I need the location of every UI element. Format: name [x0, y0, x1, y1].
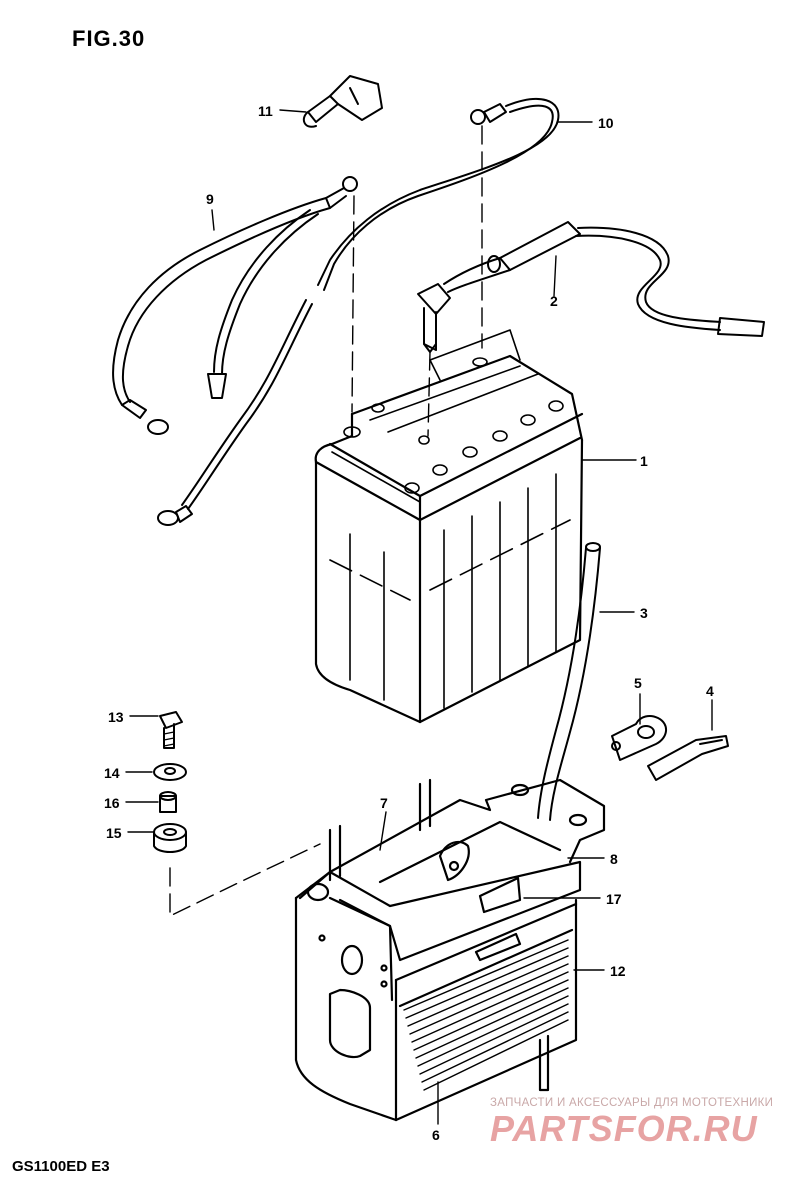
callout-12: 12 — [610, 963, 626, 979]
breather-tube — [537, 542, 601, 821]
callout-11: 11 — [258, 103, 273, 119]
bolt — [159, 711, 183, 749]
callout-8: 8 — [610, 851, 618, 867]
callout-9: 9 — [206, 191, 214, 207]
model-code: GS1100ED E3 — [12, 1158, 110, 1175]
callout-10: 10 — [598, 115, 614, 131]
grommet — [153, 823, 187, 853]
terminal-cover — [302, 75, 383, 128]
callout-6: 6 — [432, 1127, 440, 1143]
callout-5: 5 — [634, 675, 642, 691]
callout-4: 4 — [706, 683, 714, 699]
washer — [153, 763, 187, 781]
battery — [314, 329, 584, 724]
callout-2: 2 — [550, 293, 558, 309]
callout-7: 7 — [380, 795, 388, 811]
guide-lines — [169, 125, 483, 917]
callout-3: 3 — [640, 605, 648, 621]
figure-title: FIG.30 — [72, 26, 146, 51]
battery-plate — [647, 735, 729, 781]
battery-cable-short — [112, 176, 358, 435]
sensor-lead — [417, 221, 765, 353]
callout-labels: 11 10 9 2 1 3 5 4 13 14 16 15 7 8 17 12 … — [104, 103, 714, 1143]
callout-1: 1 — [640, 453, 648, 469]
battery-box — [294, 778, 606, 1122]
spacer — [159, 791, 177, 813]
callout-14: 14 — [104, 765, 120, 781]
callout-15: 15 — [106, 825, 122, 841]
tube-clamp — [611, 715, 667, 761]
battery-cable-long — [157, 97, 560, 526]
callout-16: 16 — [104, 795, 120, 811]
leader-lines — [125, 109, 713, 1125]
watermark-tagline: ЗАПЧАСТИ И АКСЕССУАРЫ ДЛЯ МОТОТЕХНИКИ — [490, 1097, 774, 1109]
callout-13: 13 — [108, 709, 124, 725]
watermark-logo: PARTSFOR.RU — [490, 1108, 758, 1149]
callout-17: 17 — [606, 891, 622, 907]
